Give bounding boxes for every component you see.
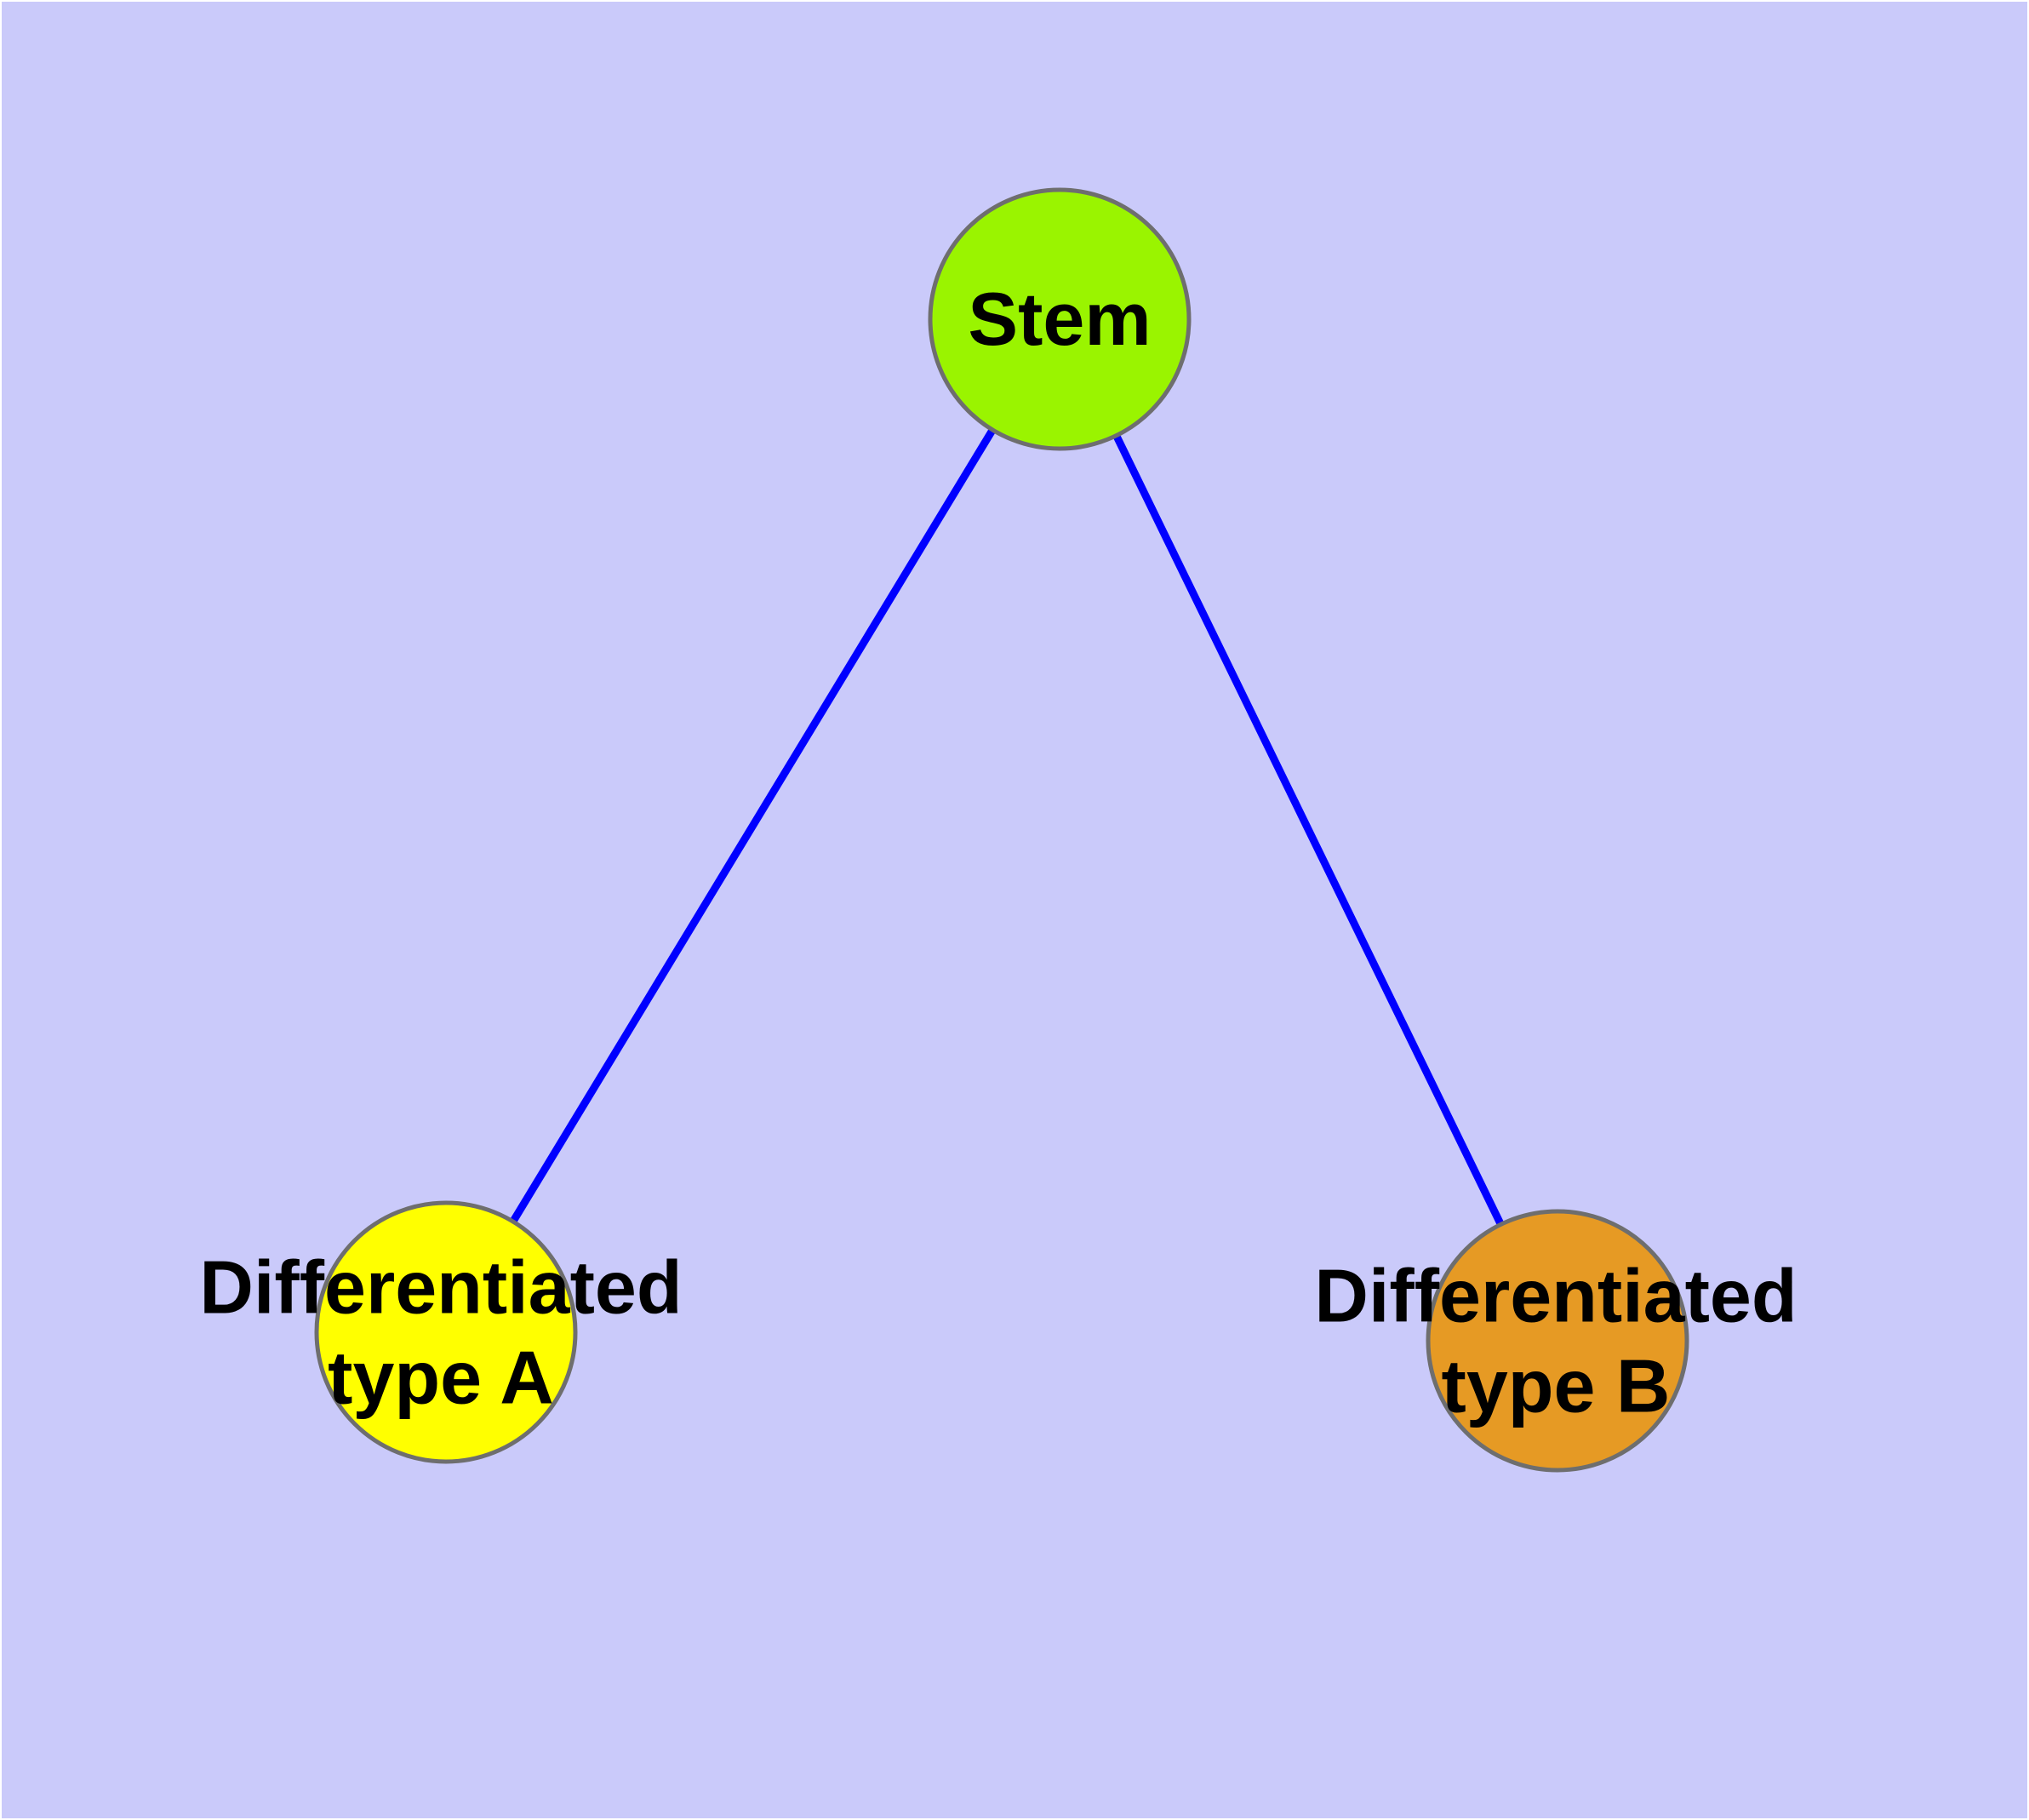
node-type-a-circle	[314, 1200, 578, 1464]
node-type-b-circle	[1426, 1209, 1689, 1473]
edge-stem-to-type-a	[443, 317, 1063, 1335]
node-stem-circle	[928, 187, 1192, 451]
edge-stem-to-type-b	[1055, 318, 1562, 1342]
